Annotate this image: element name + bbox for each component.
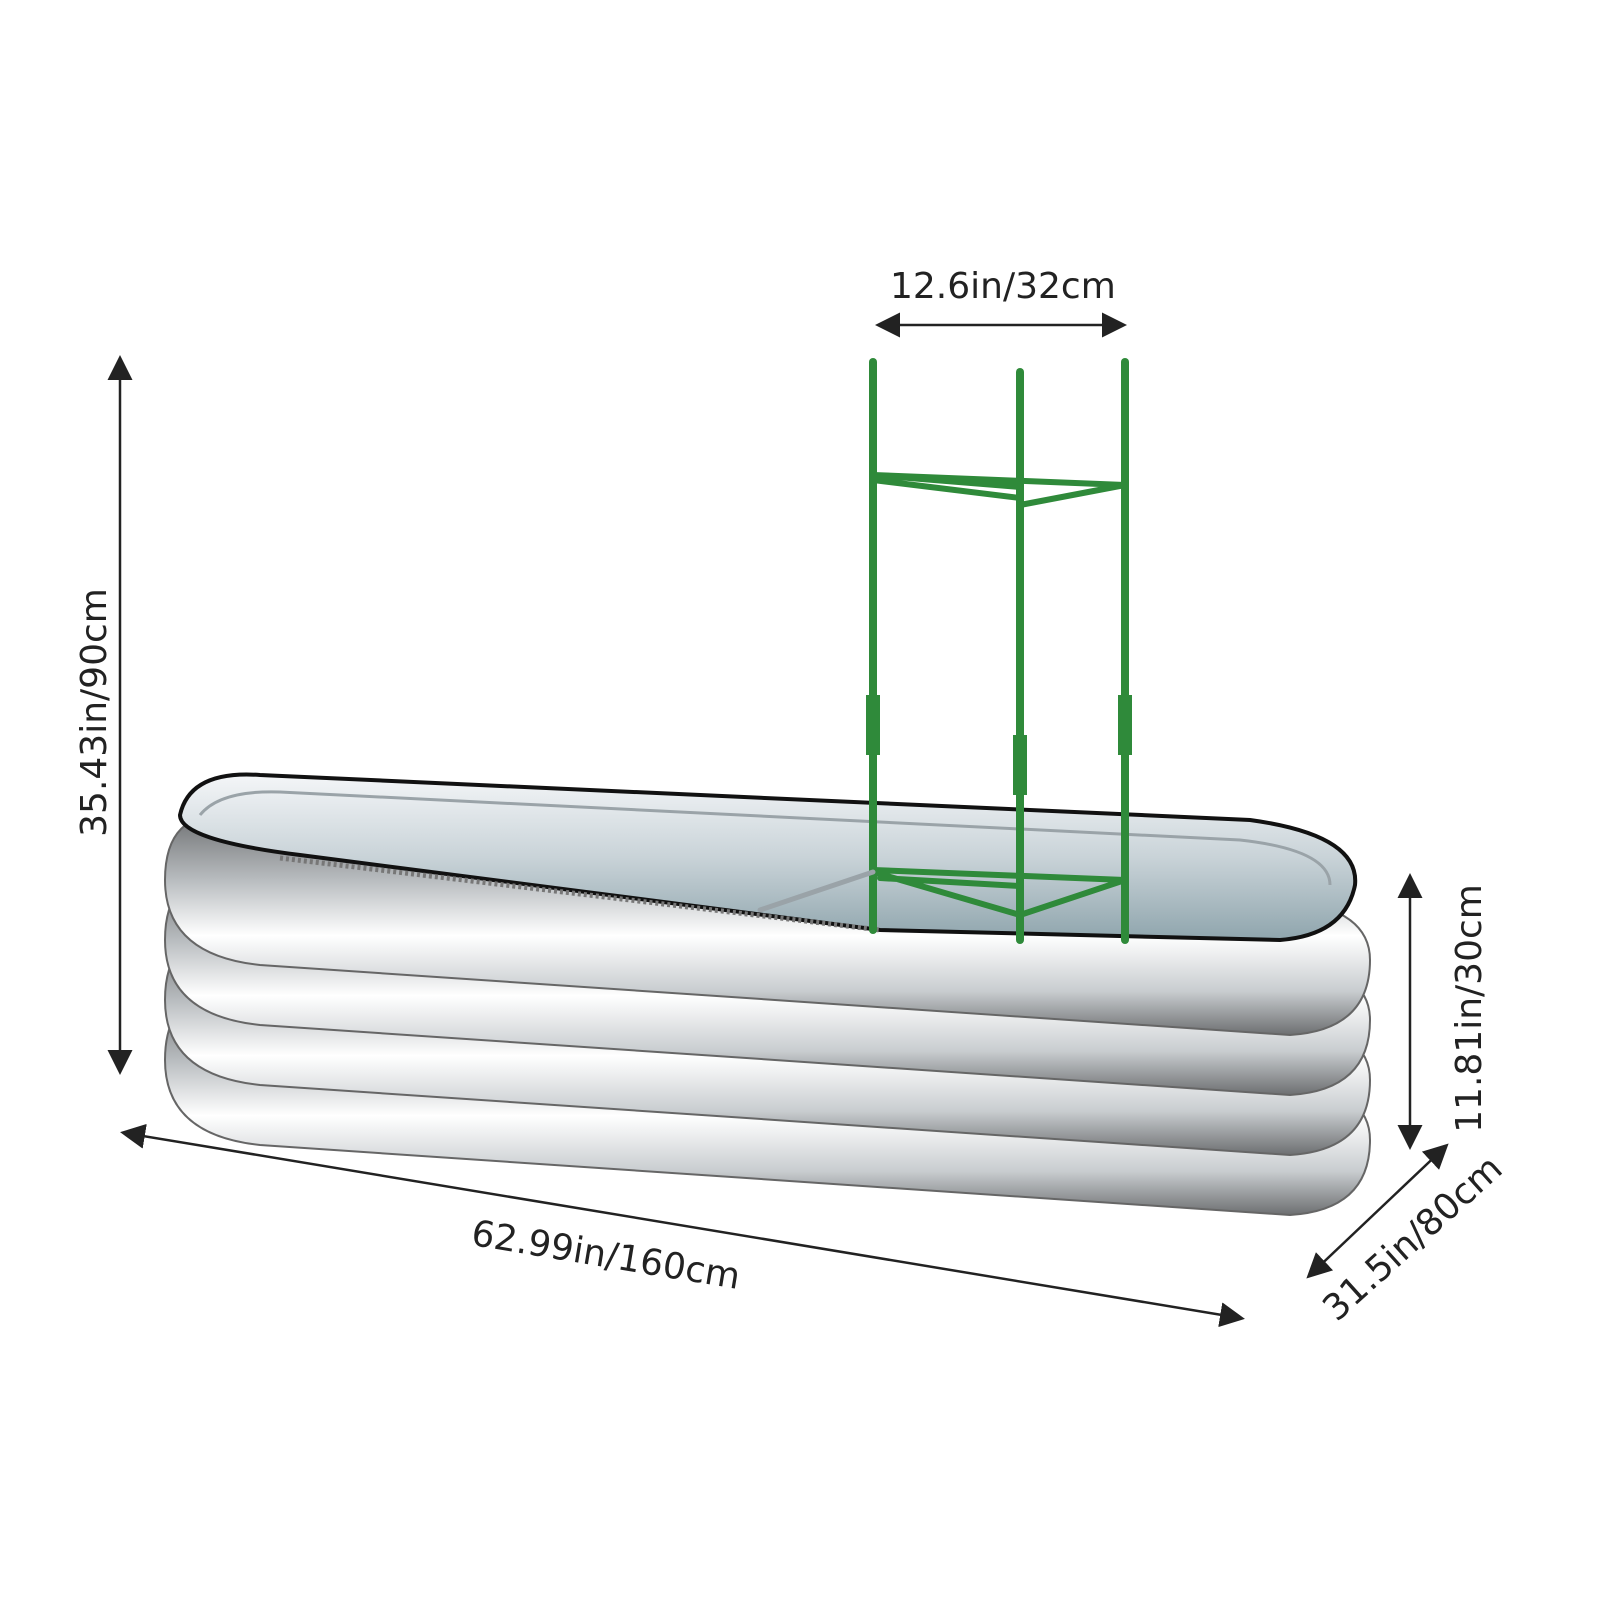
raised-bed: [163, 772, 1372, 1217]
total-height-label: 35.43in/90cm: [73, 588, 115, 837]
tomato-cage: [757, 358, 1132, 944]
bed-width-arrow: [1306, 1143, 1449, 1279]
bed-length-arrow: [120, 1123, 1245, 1328]
cage-width-label: 12.6in/32cm: [890, 266, 1116, 307]
bed-height-label: 11.81in/30cm: [1448, 884, 1490, 1133]
